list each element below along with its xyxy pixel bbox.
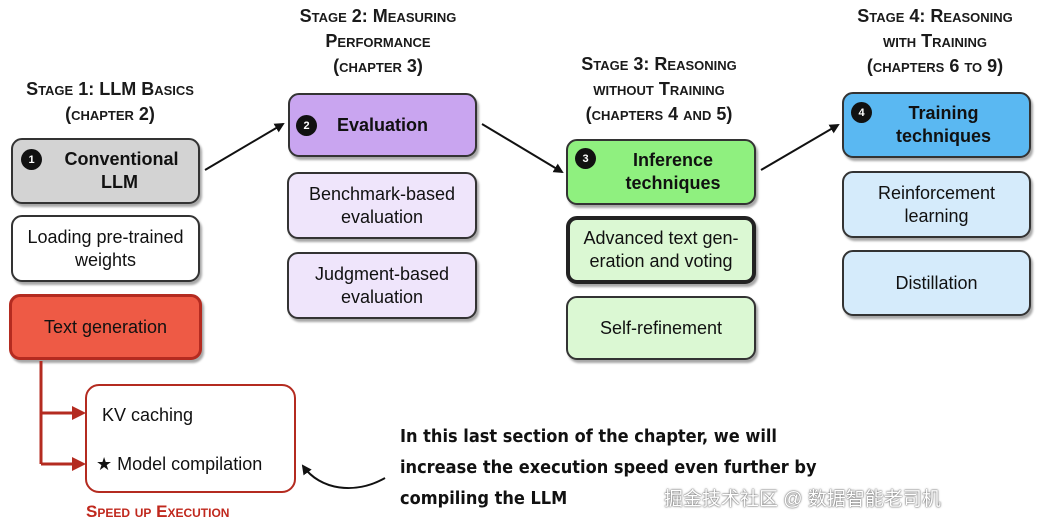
stage3-sub-advanced-generation: Advanced text gen-eration and voting: [566, 216, 756, 284]
stage2-number-badge: 2: [296, 115, 317, 136]
stage4-sub-distillation: Distillation: [842, 250, 1031, 316]
stage1-sub-text-generation: Text generation: [9, 294, 202, 360]
watermark-text: 掘金技术社区 @ 数据智能老司机: [664, 489, 941, 510]
stage2-sub-judgment: Judgment-based evaluation: [287, 252, 477, 319]
stage3-title-line2: without Training: [593, 79, 725, 99]
stage2-sub-benchmark: Benchmark-based evaluation: [287, 172, 477, 239]
stage4-head-label: Training techniques: [895, 103, 992, 146]
stage4-title-line1: Stage 4: Reasoning: [857, 6, 1013, 26]
stage3-head-label: Inference techniques: [625, 150, 721, 193]
stage3-sub-self-refinement: Self-refinement: [566, 296, 756, 360]
stage1-sub2-label: Text generation: [43, 316, 168, 337]
stage4-title-line3: (chapters 6 to 9): [866, 56, 1004, 76]
stage3-sub1-label: Advanced text gen-eration and voting: [583, 228, 739, 271]
stage1-head-label: Conventional LLM: [64, 149, 179, 192]
annotation-note-line3: compiling the LLM: [400, 488, 568, 509]
stage4-number-badge: 4: [851, 102, 872, 123]
stage2-title-line3: (chapter 3): [333, 56, 423, 76]
stage1-title-line1: Stage 1: LLM Basics: [26, 79, 194, 99]
stage3-title-line1: Stage 3: Reasoning: [581, 54, 737, 74]
speedup-label: Speed up Execution: [86, 502, 230, 521]
annotation-note: In this last section of the chapter, we …: [400, 421, 817, 514]
stage1-title: Stage 1: LLM Basics (chapter 2): [0, 77, 220, 127]
arrow-stage2-to-stage3: [481, 123, 564, 174]
annotation-note-line2: increase the execution speed even furthe…: [400, 457, 817, 478]
stage4-head-box: Training techniques: [842, 92, 1031, 158]
stage2-head-label: Evaluation: [336, 114, 429, 135]
stage2-sub1-label: Benchmark-based evaluation: [308, 183, 456, 227]
stage4-sub2-label: Distillation: [895, 272, 978, 293]
stage1-sub1-label: Loading pre-trained weights: [27, 226, 184, 270]
stage3-title: Stage 3: Reasoning without Training (cha…: [546, 52, 772, 127]
stage4-title: Stage 4: Reasoning with Training (chapte…: [820, 4, 1042, 79]
stage2-title-line2: Performance: [325, 31, 431, 51]
speedup-item-kv-caching: KV caching: [102, 405, 194, 425]
stage1-number-badge: 1: [21, 149, 42, 170]
stage4-sub-reinforcement: Reinforcement learning: [842, 171, 1031, 238]
stage2-sub2-label: Judgment-based evaluation: [314, 263, 450, 307]
stage2-head-box: Evaluation: [288, 93, 477, 157]
stage3-sub2-label: Self-refinement: [599, 317, 723, 338]
stage2-title-line1: Stage 2: Measuring: [299, 6, 457, 26]
stage4-sub1-label: Reinforcement learning: [877, 182, 996, 226]
speedup-box: [85, 384, 296, 493]
stage1-sub-loading-weights: Loading pre-trained weights: [11, 215, 200, 282]
stage1-head-box: Conventional LLM: [11, 138, 200, 204]
arrow-note-to-speedup: [301, 464, 386, 490]
speedup-item-model-compilation: ★ Model compilation: [96, 454, 263, 474]
stage3-head-box: Inference techniques: [566, 139, 756, 205]
stage3-number-badge: 3: [575, 148, 596, 169]
annotation-note-line1: In this last section of the chapter, we …: [400, 426, 777, 447]
stage1-title-line2: (chapter 2): [65, 104, 155, 124]
stage4-title-line2: with Training: [882, 31, 988, 51]
stage2-title: Stage 2: Measuring Performance (chapter …: [268, 4, 488, 79]
arrow-stage3-to-stage4: [760, 123, 840, 171]
arrow-stage1-to-stage2: [204, 122, 285, 171]
stage3-title-line3: (chapters 4 and 5): [585, 104, 733, 124]
